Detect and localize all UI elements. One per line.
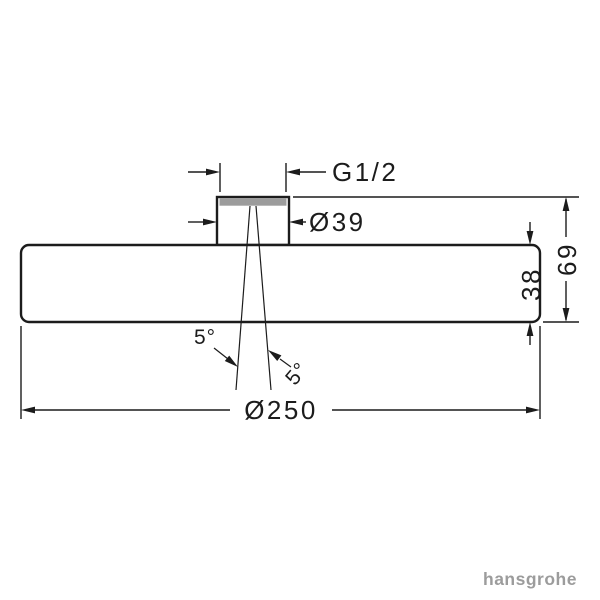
thread-dimension-label: G1/2: [332, 157, 398, 187]
disc-height-label: 38: [516, 267, 546, 301]
spray-line-right: [255, 205, 272, 391]
leader-line: [213, 347, 229, 360]
arrowhead-up-icon: [526, 322, 534, 336]
disc-height-dimension: 38: [516, 222, 546, 345]
arrowhead-icon: [268, 350, 282, 361]
brand-logo: hansgrohe: [483, 569, 577, 589]
arrowhead-left-icon: [21, 406, 35, 414]
spray-line-left: [235, 205, 251, 391]
thread-band: [219, 198, 287, 206]
shower-disc: [19, 243, 542, 324]
arrowhead-icon: [224, 355, 238, 367]
arrowhead-right-icon: [203, 218, 217, 226]
arrowhead-down-icon: [562, 308, 570, 322]
arrowhead-right-icon: [526, 406, 540, 414]
spray-angle-right-callout: 5°: [268, 350, 313, 390]
leader-line: [279, 358, 292, 368]
spray-cone: [235, 205, 272, 391]
connector-diameter-dimension: Ø39: [188, 207, 366, 237]
connector: [215, 195, 291, 247]
arrowhead-left-icon: [286, 168, 300, 176]
disc-diameter-label: Ø250: [244, 395, 318, 425]
spray-angle-left-label: 5°: [194, 326, 216, 349]
spray-angle-left-callout: 5°: [194, 326, 238, 367]
arrowhead-right-icon: [206, 168, 220, 176]
total-height-label: 69: [552, 242, 582, 276]
disc-diameter-dimension: Ø250: [20, 326, 541, 425]
arrowhead-left-icon: [289, 218, 303, 226]
arrowhead-down-icon: [526, 231, 534, 245]
thread-dimension: G1/2: [188, 157, 398, 192]
connector-diameter-label: Ø39: [309, 207, 366, 237]
total-height-dimension: 69: [552, 197, 582, 322]
